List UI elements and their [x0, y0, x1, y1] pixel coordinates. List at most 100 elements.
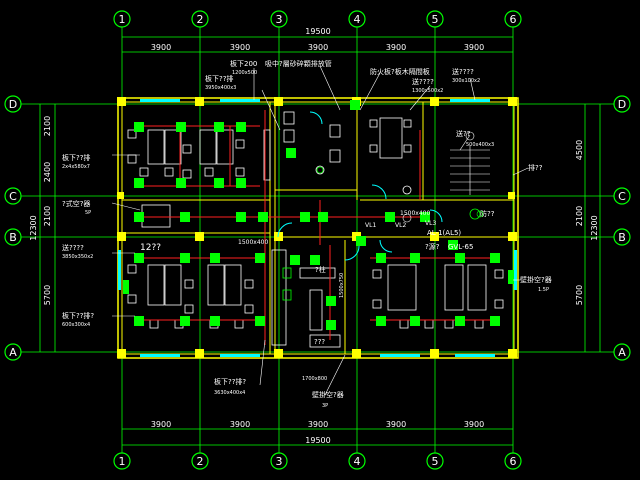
dim-right-3: 5700 — [575, 285, 584, 305]
diffusers — [123, 100, 514, 330]
label-wall-ac-right-power: 1.5P — [538, 287, 549, 293]
label-size-1500x750: 1500x750 — [339, 273, 345, 298]
label-board-row-left-2: 板下??排? — [62, 311, 94, 320]
dim-top-span-2: 3900 — [230, 43, 250, 52]
axis-4-top-label: 4 — [354, 13, 361, 26]
label-vl3: VL3 — [425, 220, 436, 227]
axis-bubbles-side: D C B A D C B A — [4, 95, 631, 361]
label-board-under: 板下200 — [230, 59, 257, 68]
dim-bottom-total: 19500 — [305, 436, 330, 445]
dim-left-3: 2100 — [43, 206, 52, 226]
label-board-row-left-2-size: 600x300x4 — [62, 322, 90, 328]
label-supply-3: 送???? — [62, 243, 84, 252]
label-fire-valve: 防?? — [480, 209, 495, 218]
dim-left-1: 2100 — [43, 116, 52, 136]
axis-bubbles-bottom: 1 2 3 4 5 6 — [113, 452, 522, 470]
label-supply-1: 送???? — [412, 77, 434, 86]
dim-bottom-span-4: 3900 — [386, 420, 406, 429]
dim-bottom-span-3: 3900 — [308, 420, 328, 429]
label-al1: AL-1(AL5) — [427, 229, 461, 237]
dim-right-1: 4500 — [575, 140, 584, 160]
axis-1-bottom-label: 1 — [119, 455, 126, 468]
label-wall-ac-bottom: 壁掛空?器 — [312, 390, 344, 399]
dim-left-2: 2400 — [43, 162, 52, 182]
ducts — [140, 110, 500, 345]
dim-right-total: 12300 — [590, 215, 599, 240]
label-board-row: 板下??排 — [205, 74, 233, 83]
axis-D-right-label: D — [618, 98, 626, 111]
marker-valve-icon — [469, 208, 481, 220]
axis-5-bottom-label: 5 — [432, 455, 439, 468]
label-exhaust: 吸中?層砂碎顆排放管 — [265, 59, 332, 68]
label-supply-4-size: 500x400x3 — [466, 142, 494, 148]
axis-3-top-label: 3 — [276, 13, 283, 26]
dim-right: 4500 2100 5700 12300 — [575, 104, 601, 352]
markers — [282, 166, 481, 301]
label-exhaust-right: 排?? — [528, 163, 543, 172]
label-board-row-bottom-size: 3630x400x4 — [214, 390, 245, 396]
dim-top-span-3: 3900 — [308, 43, 328, 52]
axis-B-left-label: B — [9, 231, 17, 244]
dim-top: 19500 3900 3900 3900 3900 3900 — [122, 27, 513, 53]
label-column: ?柱 — [315, 265, 326, 274]
axis-6-top-label: 6 — [510, 13, 517, 26]
label-supply-3-size: 3850x350x2 — [62, 254, 93, 260]
dim-bottom: 3900 3900 3900 3900 3900 19500 — [122, 420, 513, 446]
label-supply-4: 送?? — [456, 129, 471, 138]
dim-bottom-span-2: 3900 — [230, 420, 250, 429]
label-partition: 防火板?板木隔間板 — [370, 67, 430, 76]
label-wall-ac-bottom-power: 3P — [322, 403, 328, 409]
label-size-1500x400-b: 1500x400 — [238, 239, 268, 246]
axis-3-bottom-label: 3 — [276, 455, 283, 468]
doors — [277, 111, 443, 261]
dim-left-4: 5700 — [43, 285, 52, 305]
label-vl2: VL2 — [395, 222, 406, 229]
label-size-1500x400: 1500x400 — [400, 210, 430, 217]
annotation-labels: 板下200 1200x500 吸中?層砂碎顆排放管 板下??排 3950x400… — [62, 59, 552, 409]
label-vl1: VL1 — [365, 222, 376, 229]
dim-left-total: 12300 — [29, 215, 38, 240]
label-split-ac: ?式空?器 — [62, 199, 90, 208]
label-supply-1-size: 1300x500x2 — [412, 88, 443, 94]
dim-left: 2100 2400 2100 5700 12300 — [29, 104, 56, 352]
label-board-row-size: 3950x400x3 — [205, 85, 236, 91]
label-board-row-left: 板下??排 — [62, 153, 90, 162]
label-gvl: GVL-65 — [448, 243, 473, 251]
axis-D-left-label: D — [9, 98, 17, 111]
leader-lines — [111, 65, 529, 396]
label-board-row-left-size: 2x4x580x7 — [62, 164, 90, 170]
dim-right-2: 2100 — [575, 206, 584, 226]
label-board-under-size: 1200x500 — [232, 70, 257, 76]
interior-walls — [122, 102, 514, 354]
stairs — [450, 145, 490, 195]
label-split-ac-power: 5P — [85, 210, 91, 216]
dim-top-span-5: 3900 — [464, 43, 484, 52]
axis-C-left-label: C — [9, 190, 17, 203]
axis-B-right-label: B — [618, 231, 626, 244]
label-machine: ??? — [314, 338, 325, 346]
dim-bottom-span-5: 3900 — [464, 420, 484, 429]
dim-bottom-span-1: 3900 — [151, 420, 171, 429]
axis-lines — [21, 27, 614, 453]
dim-top-span-4: 3900 — [386, 43, 406, 52]
label-supply-2-size: 300x100x2 — [452, 78, 480, 84]
axis-5-top-label: 5 — [432, 13, 439, 26]
axis-2-bottom-label: 2 — [197, 455, 204, 468]
outer-walls — [117, 97, 519, 359]
label-supply-2: 送???? — [452, 67, 474, 76]
label-board-row-bottom: 板下??排? — [214, 377, 246, 386]
axis-1-top-label: 1 — [119, 13, 126, 26]
dim-top-total: 19500 — [305, 27, 330, 36]
label-machine-size: 1700x800 — [302, 376, 327, 382]
room-badges — [402, 131, 484, 223]
label-wall-ac-right: 壁掛空?器 — [520, 275, 552, 284]
dim-top-span-1: 3900 — [151, 43, 171, 52]
axis-4-bottom-label: 4 — [354, 455, 361, 468]
axis-A-right-label: A — [618, 346, 626, 359]
axis-C-right-label: C — [618, 190, 626, 203]
axis-bubbles-top: 1 2 3 4 5 6 — [113, 10, 522, 28]
axis-A-left-label: A — [9, 346, 17, 359]
label-power-box: ?源? — [425, 242, 440, 251]
label-room-12: 12?? — [140, 243, 161, 253]
